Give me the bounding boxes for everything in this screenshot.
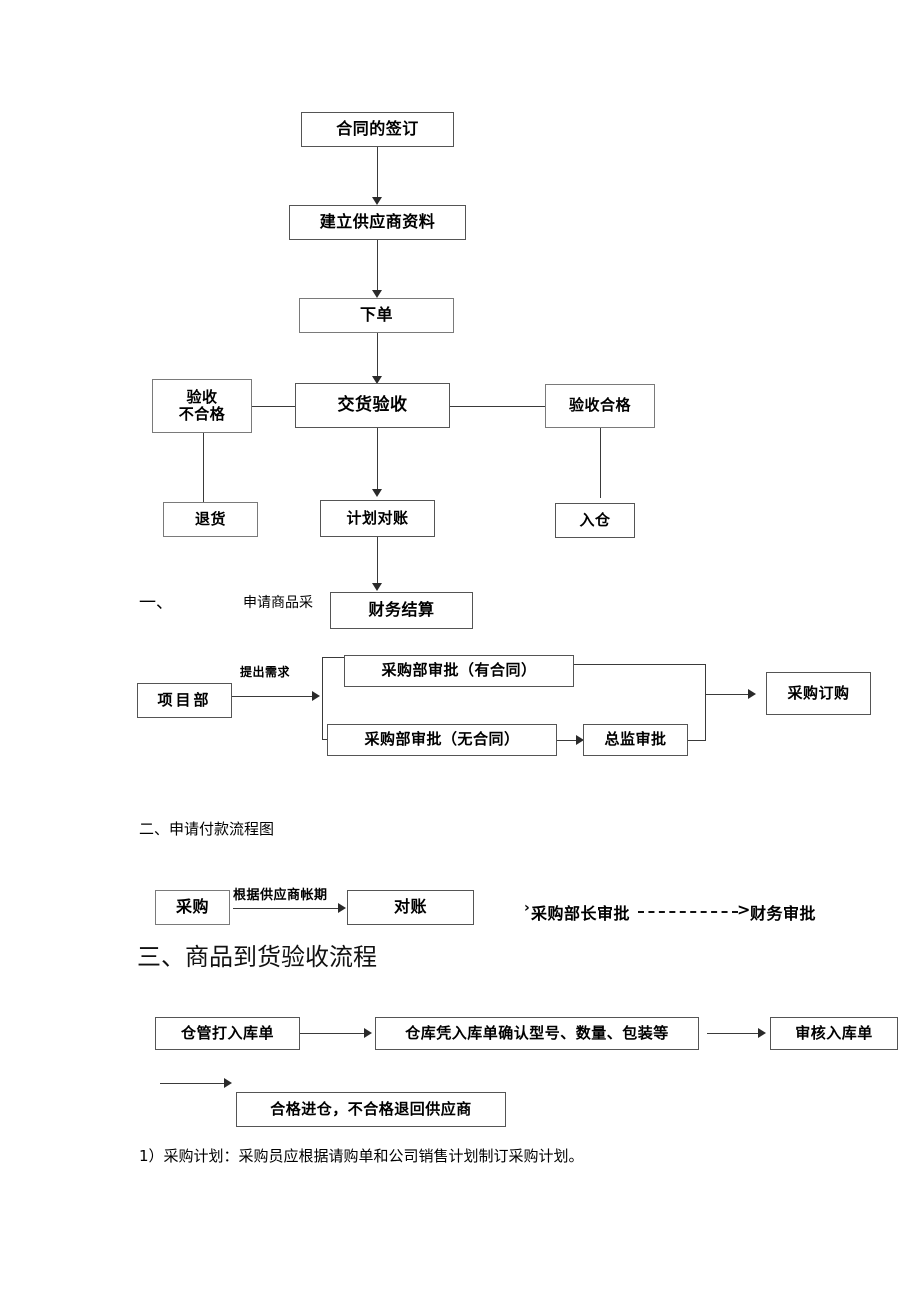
flow3-chevron-icon: › <box>524 900 530 916</box>
flow1-connector-fail-to-delivery <box>252 406 295 407</box>
flow3-arrowhead-reconcile <box>338 903 346 913</box>
flow1-node-contract[interactable]: 合同的签订 <box>301 112 454 147</box>
flow3-text-dept-head-approve: 采购部长审批 <box>531 904 631 923</box>
flow2-merge-bottom-stub <box>688 740 706 741</box>
flow1-arrowhead-delivery <box>372 376 382 384</box>
flow1-connector-recon-to-finance <box>377 537 378 587</box>
flow1-node-supplier-data[interactable]: 建立供应商资料 <box>289 205 466 240</box>
flow1-connector-fail-to-return <box>203 433 204 502</box>
flow4-node-qualified-result[interactable]: 合格进仓，不合格退回供应商 <box>236 1092 506 1127</box>
flow4-arrowhead-audit <box>758 1028 766 1038</box>
flow4-node-warehouse-confirm[interactable]: 仓库凭入库单确认型号、数量、包装等 <box>375 1017 699 1050</box>
section1-title-partial: 申请商品采 <box>243 595 313 611</box>
flow1-node-check-fail-line1: 验收 <box>186 387 218 406</box>
flow2-connector-nocontract-to-director <box>557 740 580 741</box>
note-item-1: 1）采购计划：采购员应根据请购单和公司销售计划制订采购计划。 <box>139 1147 584 1165</box>
flow3-dashed-connector <box>638 911 738 913</box>
section1-number: 一、 <box>139 593 173 613</box>
flow2-node-purchase-order[interactable]: 采购订购 <box>766 672 871 715</box>
flow3-node-reconcile[interactable]: 对账 <box>347 890 474 925</box>
flow3-edge-label-supplier-terms: 根据供应商帐期 <box>233 888 328 903</box>
flow2-merge-top-stub <box>574 664 706 665</box>
flow1-node-warehouse-in[interactable]: 入仓 <box>555 503 635 538</box>
flow1-node-return-goods[interactable]: 退货 <box>163 502 258 537</box>
flow4-connector-print-to-confirm <box>300 1033 368 1034</box>
flow3-dash-arrowhead: > <box>737 900 751 919</box>
flow2-split-spine <box>322 657 323 740</box>
flow2-node-project-dept[interactable]: 项目部 <box>137 683 232 718</box>
flow3-connector-purchase-to-reconcile <box>233 908 341 909</box>
flow1-arrowhead-finance <box>372 583 382 591</box>
flow1-connector-supplier-to-order <box>377 240 378 293</box>
flow1-connector-pass-to-warehouse <box>600 428 601 498</box>
flow2-arrowhead-purchase-order <box>748 689 756 699</box>
flow4-connector-confirm-to-audit <box>707 1033 761 1034</box>
flow2-connector-merge-to-order <box>705 694 750 695</box>
flow3-text-finance-approve: 财务审批 <box>750 904 817 923</box>
flow4-node-audit-receipt[interactable]: 审核入库单 <box>770 1017 898 1050</box>
flow1-connector-delivery-to-recon <box>377 428 378 493</box>
flow4-arrowhead-result <box>224 1078 232 1088</box>
flow1-node-check-fail[interactable]: 验收 不合格 <box>152 379 252 433</box>
flow3-node-purchase[interactable]: 采购 <box>155 890 230 925</box>
flow2-node-approve-with-contract[interactable]: 采购部审批（有合同） <box>344 655 574 687</box>
flow1-node-check-fail-line2: 不合格 <box>178 405 226 423</box>
flow2-node-director-approve[interactable]: 总监审批 <box>583 724 688 756</box>
flow2-connector-dept-to-split <box>232 696 314 697</box>
flow1-connector-contract-to-supplier <box>377 147 378 200</box>
flow2-edge-label-request: 提出需求 <box>240 665 291 679</box>
flow1-arrowhead-order <box>372 290 382 298</box>
flow1-connector-delivery-to-pass <box>450 406 545 407</box>
flow4-node-warehouse-print[interactable]: 仓管打入库单 <box>155 1017 300 1050</box>
flow1-arrowhead-supplier <box>372 197 382 205</box>
flow2-arrowhead-split <box>312 691 320 701</box>
flow4-connector-to-result <box>160 1083 228 1084</box>
flow1-connector-order-to-delivery <box>377 333 378 381</box>
flow1-arrowhead-recon <box>372 489 382 497</box>
flow2-node-approve-without-contract[interactable]: 采购部审批（无合同） <box>327 724 557 756</box>
flow1-node-delivery-check[interactable]: 交货验收 <box>295 383 450 428</box>
flow1-node-place-order[interactable]: 下单 <box>299 298 454 333</box>
flow2-merge-spine <box>705 664 706 740</box>
flow4-arrowhead-confirm <box>364 1028 372 1038</box>
flow1-node-plan-recon[interactable]: 计划对账 <box>320 500 435 537</box>
flow2-arrowhead-director <box>576 735 584 745</box>
section2-heading: 二、申请付款流程图 <box>139 820 275 838</box>
flow1-node-check-pass[interactable]: 验收合格 <box>545 384 655 428</box>
flow1-node-finance-settle[interactable]: 财务结算 <box>330 592 473 629</box>
section3-heading: 三、商品到货验收流程 <box>137 943 377 971</box>
